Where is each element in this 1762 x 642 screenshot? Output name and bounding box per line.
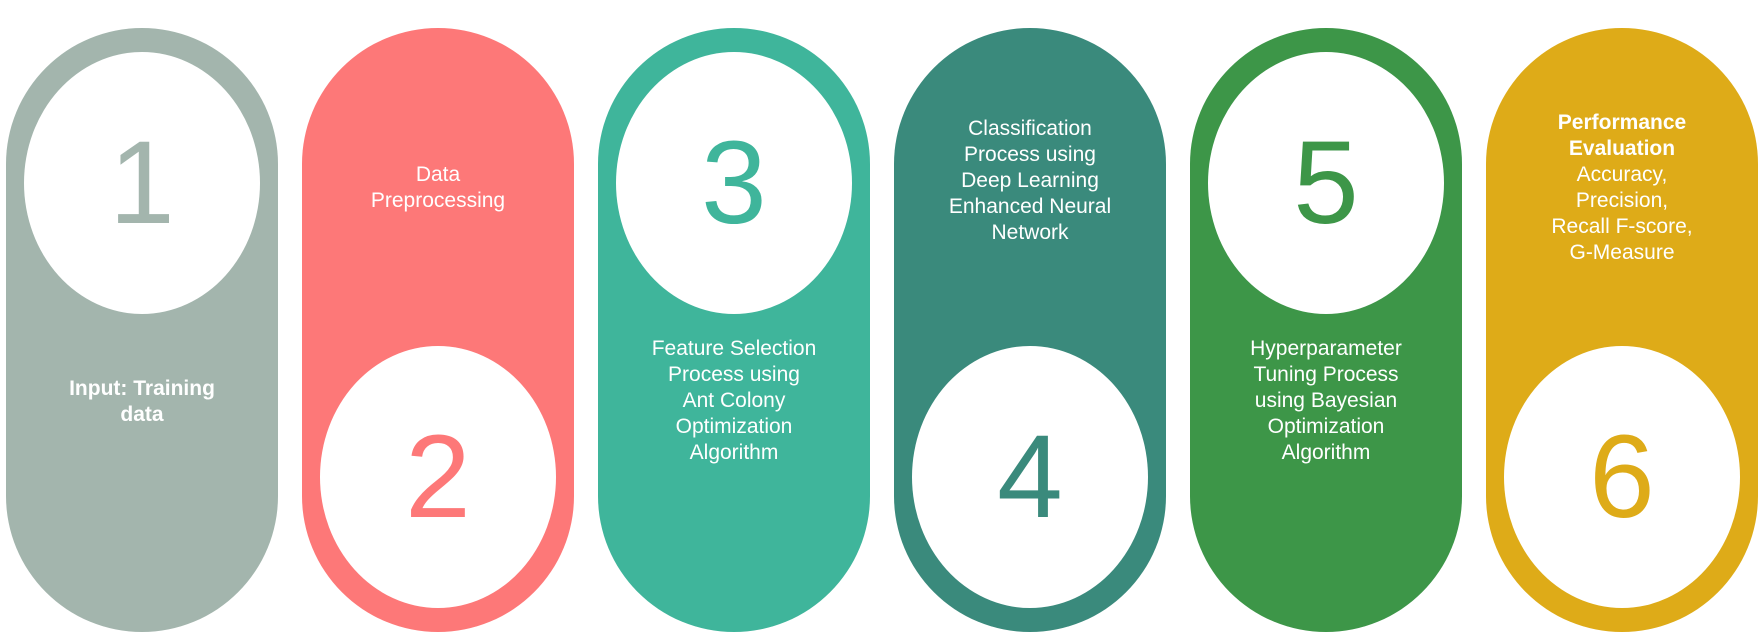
step-6-label-line: Evaluation: [1568, 137, 1676, 160]
step-2-label: Data Preprocessing: [314, 162, 562, 214]
step-4-label-line: Classification: [968, 117, 1092, 140]
step-1-number: 1: [109, 117, 175, 249]
step-1-circle: 1: [24, 52, 260, 314]
step-2-label-line: Data: [415, 163, 461, 186]
step-4-pill: Classification Process using Deep Learni…: [894, 28, 1166, 632]
step-5-label: Hyperparameter Tuning Process using Baye…: [1202, 336, 1450, 466]
step-1-label: Input: Training data: [18, 376, 266, 428]
step-4-label-line: Process using: [964, 143, 1096, 166]
step-5-circle: 5: [1208, 52, 1444, 314]
step-5-label-line: Tuning Process: [1253, 363, 1399, 386]
step-2-label-line: Preprocessing: [370, 189, 506, 212]
step-5-label-line: using Bayesian: [1254, 389, 1398, 412]
step-4-label: Classification Process using Deep Learni…: [906, 116, 1154, 246]
step-1-label-line: data: [120, 403, 164, 426]
step-1-label-line: Input: Training: [69, 377, 215, 400]
step-4-circle: 4: [912, 346, 1148, 608]
step-4-label-line: Deep Learning: [961, 169, 1099, 192]
step-5-label-line: Hyperparameter: [1250, 337, 1402, 360]
step-3-pill: 3 Feature Selection Process using Ant Co…: [598, 28, 870, 632]
step-3-label-line: Feature Selection: [651, 337, 817, 360]
step-5-number: 5: [1293, 117, 1359, 249]
step-6-label-line: Precision,: [1575, 189, 1669, 212]
step-3-number: 3: [701, 117, 767, 249]
step-6-label-line: Accuracy,: [1576, 163, 1668, 186]
step-4-number: 4: [997, 411, 1063, 543]
step-3-label-line: Optimization: [675, 415, 793, 438]
step-3-label-line: Ant Colony: [682, 389, 786, 412]
step-6-label-line: Recall F-score,: [1551, 215, 1693, 238]
step-2-circle: 2: [320, 346, 556, 608]
step-6-label: Performance Evaluation Accuracy, Precisi…: [1498, 110, 1746, 266]
step-3-label-line: Algorithm: [689, 441, 779, 464]
step-3-label: Feature Selection Process using Ant Colo…: [610, 336, 858, 466]
step-6-pill: Performance Evaluation Accuracy, Precisi…: [1486, 28, 1758, 632]
step-4-label-line: Network: [991, 221, 1069, 244]
step-4-label-line: Enhanced Neural: [948, 195, 1112, 218]
step-6-label-line: Performance: [1557, 111, 1687, 134]
step-1-pill: 1 Input: Training data: [6, 28, 278, 632]
step-5-pill: 5 Hyperparameter Tuning Process using Ba…: [1190, 28, 1462, 632]
step-3-circle: 3: [616, 52, 852, 314]
step-2-number: 2: [405, 411, 471, 543]
step-5-label-line: Optimization: [1267, 415, 1385, 438]
step-6-circle: 6: [1504, 346, 1740, 608]
step-6-label-line: G-Measure: [1569, 241, 1675, 264]
step-6-number: 6: [1589, 411, 1655, 543]
step-5-label-line: Algorithm: [1281, 441, 1371, 464]
step-3-label-line: Process using: [668, 363, 800, 386]
step-2-pill: Data Preprocessing 2: [302, 28, 574, 632]
